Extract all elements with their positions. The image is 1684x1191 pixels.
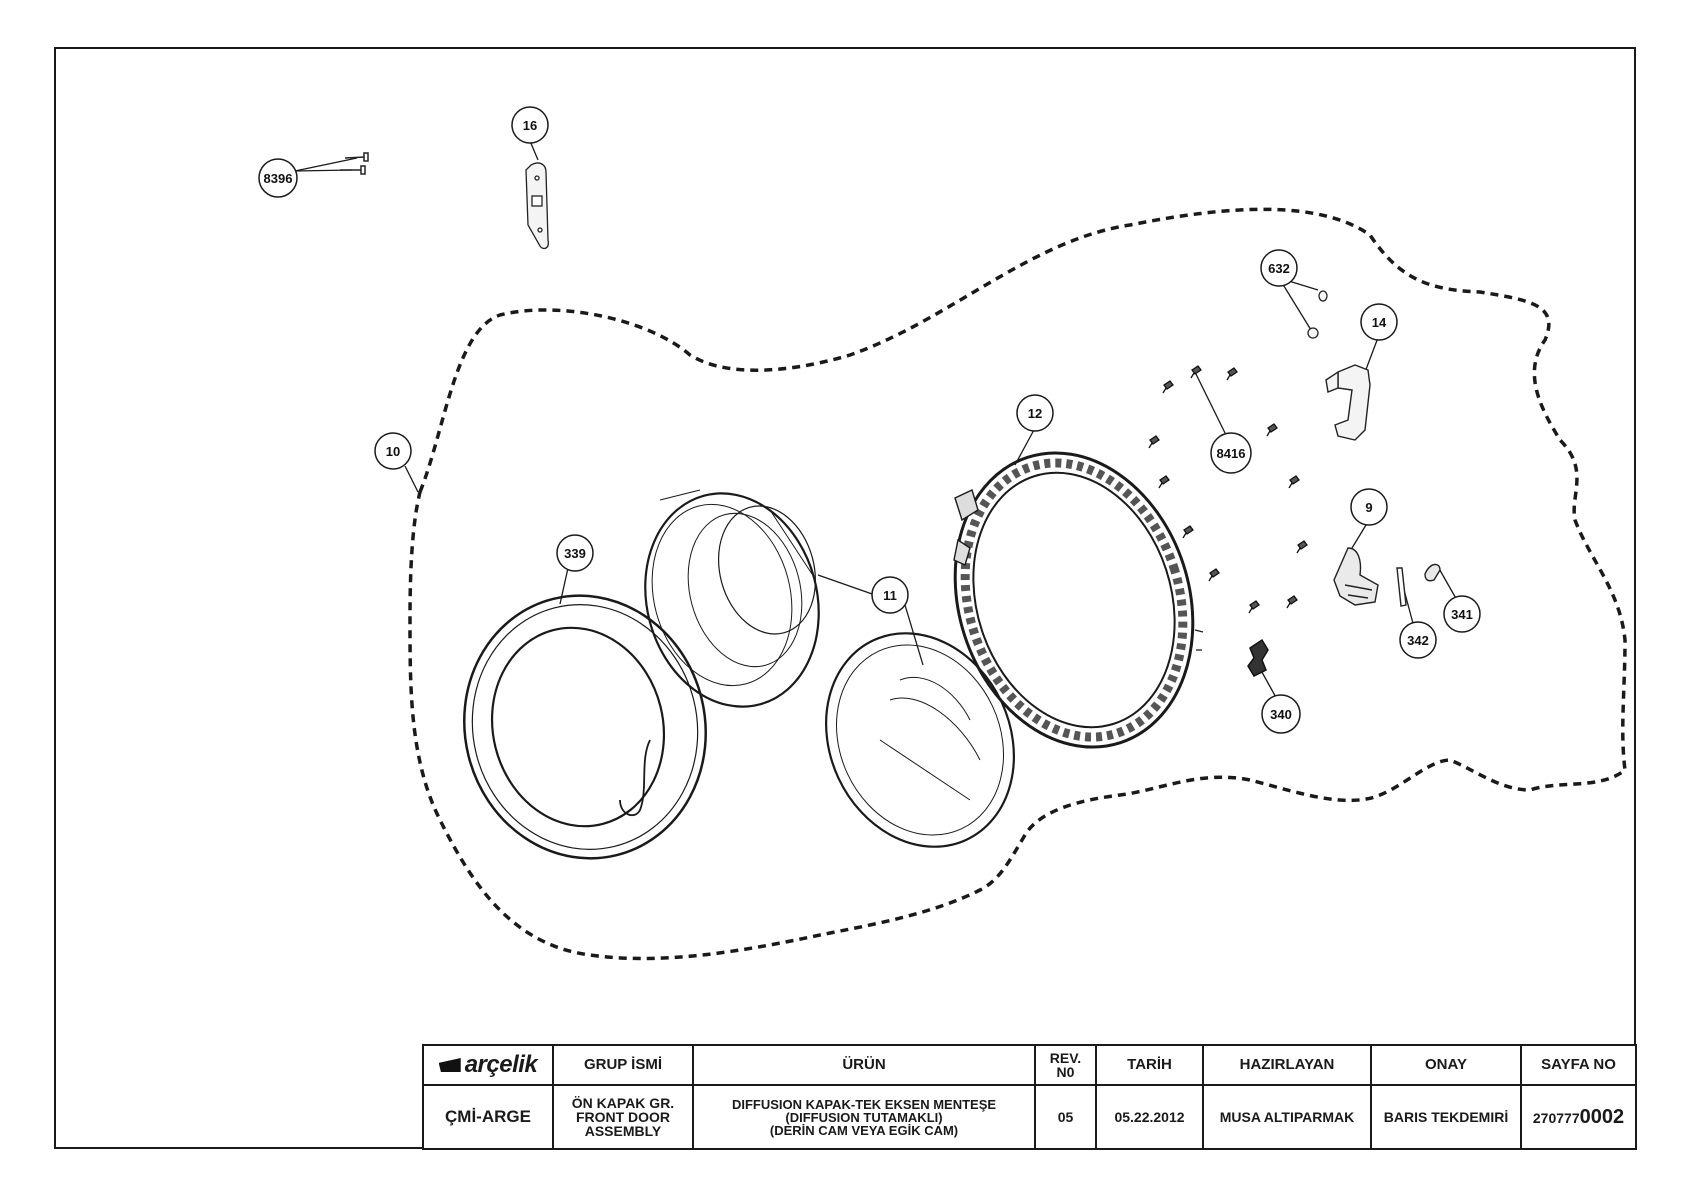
urun-value: DIFFUSION KAPAK-TEK EKSEN MENTEŞE (DIFFU… — [692, 1084, 1036, 1150]
callout-9: 9 — [1350, 488, 1388, 526]
header-onay: ONAY — [1370, 1044, 1522, 1086]
svg-text:340: 340 — [1270, 707, 1292, 722]
header-sayfa: SAYFA NO — [1520, 1044, 1637, 1086]
sayfa-value: 2707770002 — [1520, 1084, 1637, 1150]
hazirlayan-value: MUSA ALTIPARMAK — [1202, 1084, 1372, 1150]
tarih-value: 05.22.2012 — [1095, 1084, 1204, 1150]
svg-text:10: 10 — [386, 444, 400, 459]
logo-mark-icon — [438, 1058, 461, 1072]
header-rev: REV. N0 — [1034, 1044, 1097, 1086]
svg-text:9: 9 — [1365, 500, 1372, 515]
inner-glass-11-lower — [825, 632, 1015, 848]
callout-340: 340 — [1261, 694, 1301, 734]
hinge-plate-16 — [525, 162, 549, 250]
screws-8416 — [1148, 365, 1308, 614]
callout-16: 16 — [511, 106, 549, 144]
drawing-frame — [54, 47, 1636, 1149]
outer-ring-339 — [463, 594, 707, 860]
sayfa-prefix: 270777 — [1532, 1109, 1580, 1126]
hinge-14 — [1325, 364, 1371, 441]
grup-value: ÖN KAPAK GR. FRONT DOOR ASSEMBLY — [552, 1084, 694, 1150]
callout-632: 632 — [1260, 249, 1298, 287]
svg-text:12: 12 — [1028, 406, 1042, 421]
brand-logo-cell: arçelik — [422, 1044, 554, 1086]
svg-text:11: 11 — [883, 588, 897, 603]
header-hazirlayan: HAZIRLAYAN — [1202, 1044, 1372, 1086]
svg-text:632: 632 — [1268, 261, 1290, 276]
pin-342 — [1396, 567, 1407, 607]
cap-pair-632 — [1307, 290, 1328, 339]
svg-text:341: 341 — [1451, 607, 1473, 622]
svg-text:14: 14 — [1372, 315, 1387, 330]
svg-text:16: 16 — [523, 118, 537, 133]
clip-340 — [1247, 638, 1269, 677]
logo-text: arçelik — [464, 1051, 538, 1079]
callouts: 8396 16 632 14 10 12 8416 9 339 11 342 3… — [258, 106, 1481, 734]
door-frame-12 — [953, 451, 1204, 749]
callout-8396: 8396 — [258, 158, 298, 198]
rev-value: 05 — [1034, 1084, 1097, 1150]
sayfa-number: 0002 — [1579, 1105, 1625, 1128]
arcelik-logo: arçelik — [438, 1051, 538, 1079]
callout-342: 342 — [1399, 621, 1437, 659]
latch-9 — [1333, 547, 1379, 606]
header-tarih: TARİH — [1095, 1044, 1204, 1086]
svg-text:8396: 8396 — [264, 171, 293, 186]
callout-11: 11 — [871, 576, 909, 614]
inner-glass-11-upper — [644, 489, 820, 708]
screw-pair-8396 — [340, 152, 369, 175]
dept-value: ÇMİ-ARGE — [422, 1084, 554, 1150]
callout-10: 10 — [374, 432, 412, 470]
onay-value: BARIS TEKDEMIRİ — [1370, 1084, 1522, 1150]
callout-341: 341 — [1443, 595, 1481, 633]
svg-text:8416: 8416 — [1217, 446, 1246, 461]
callout-14: 14 — [1360, 303, 1398, 341]
header-urun: ÜRÜN — [692, 1044, 1036, 1086]
callout-12: 12 — [1016, 394, 1054, 432]
assembly-boundary-dashed — [408, 207, 1627, 961]
svg-text:342: 342 — [1407, 633, 1429, 648]
svg-text:339: 339 — [564, 546, 586, 561]
callout-339: 339 — [556, 534, 594, 572]
callout-8416: 8416 — [1210, 432, 1252, 474]
spring-341 — [1424, 563, 1441, 582]
leader-lines — [294, 140, 1459, 702]
title-block: arçelik GRUP İSMİ ÜRÜN REV. N0 TARİH HAZ… — [422, 1044, 1637, 1150]
header-grup: GRUP İSMİ — [552, 1044, 694, 1086]
